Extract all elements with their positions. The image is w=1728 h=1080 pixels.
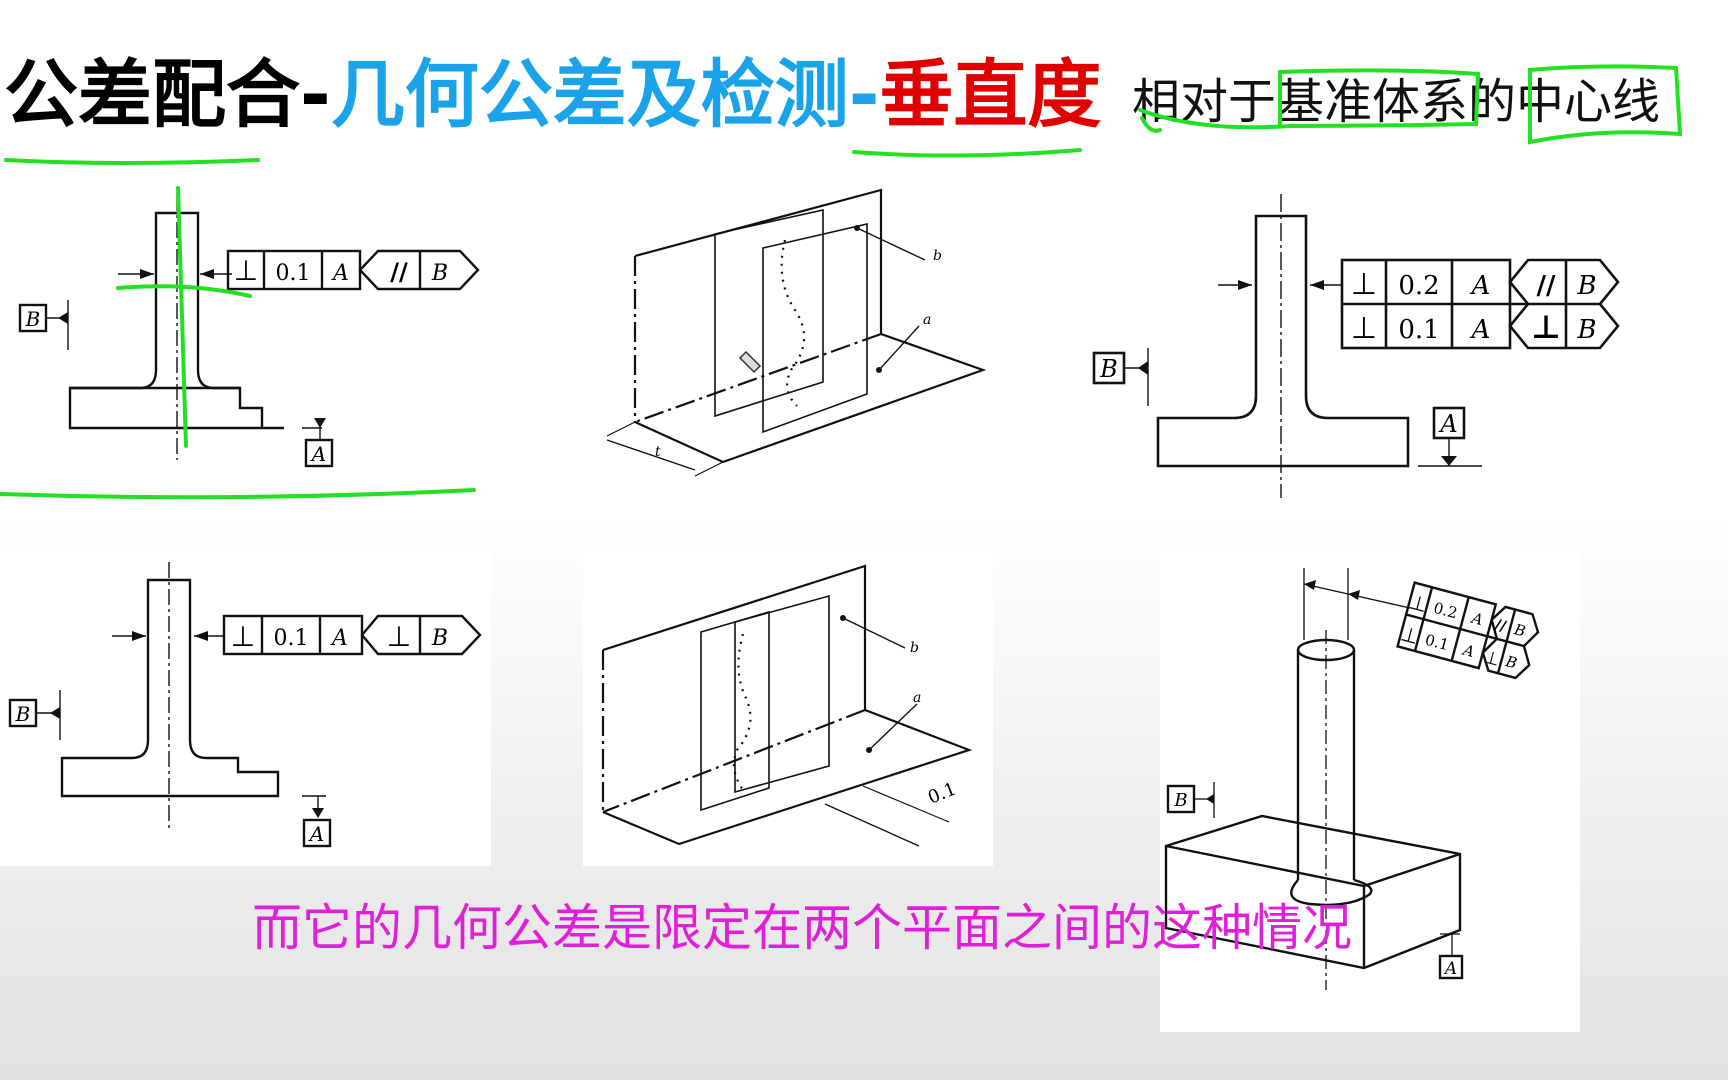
frame-row2-tolerance: 0.1 bbox=[1423, 631, 1451, 655]
frame-datum: A bbox=[330, 626, 348, 651]
frame-row2-tolerance: 0.1 bbox=[1398, 315, 1439, 345]
frame-tolerance: 0.1 bbox=[274, 626, 309, 651]
datum-label-a: A bbox=[1443, 959, 1457, 979]
datum-label-a: A bbox=[310, 442, 326, 466]
drawing-axis-perpendicularity-parallel: ⊥ 0.1 A // B B A bbox=[18, 195, 480, 468]
datum-label-a: A bbox=[308, 822, 324, 846]
zone-width-label: 0.1 bbox=[925, 778, 959, 808]
frame-row1-datum: A bbox=[1470, 271, 1491, 301]
drawing-tolerance-zone-3d: b a t bbox=[606, 188, 987, 477]
frame-row1-symbol2: // bbox=[1537, 271, 1556, 301]
drawing-tolerance-zone-3d-second: b a 0.1 bbox=[601, 564, 973, 847]
frame-row1-datum2: B bbox=[1511, 620, 1527, 641]
diagram-panel-1: ⊥ 0.1 A // B B A bbox=[0, 170, 491, 495]
caption-text: 而它的几何公差是限定在两个平面之间的这种情况 bbox=[252, 899, 1352, 957]
plane-label-b: b bbox=[933, 248, 942, 264]
frame-symbol-perpendicular: ⊥ bbox=[234, 254, 258, 287]
frame-row2-datum: A bbox=[1470, 315, 1491, 345]
frame-symbol-parallel: // bbox=[390, 258, 408, 286]
frame-row1-datum: A bbox=[1468, 608, 1485, 629]
frame-row2-datum2: B bbox=[1503, 652, 1519, 673]
frame-row1-symbol: ⊥ bbox=[1407, 589, 1430, 617]
frame-row2-symbol: ⊥ bbox=[1398, 621, 1421, 649]
datum-label-b: B bbox=[15, 702, 31, 726]
datum-label-b: B bbox=[25, 307, 41, 331]
diagram-panel-5: b a 0.1 bbox=[583, 550, 993, 866]
frame-tolerance: 0.1 bbox=[276, 261, 311, 286]
frame-datum: A bbox=[331, 261, 349, 286]
frame-datum-b: B bbox=[431, 261, 448, 286]
plane-label-b: b bbox=[910, 640, 919, 656]
frame-row2-symbol: ⊥ bbox=[1351, 311, 1377, 346]
underline-perpendicularity bbox=[852, 148, 1082, 158]
frame-row2-datum2: B bbox=[1576, 315, 1596, 345]
plane-label-a: a bbox=[913, 690, 921, 706]
title-part-topic: 几何公差及检测- bbox=[330, 52, 880, 138]
page-title: 公差配合-几何公差及检测-垂直度 bbox=[4, 58, 1101, 132]
title-part-course: 公差配合- bbox=[4, 52, 331, 138]
zone-label-t: t bbox=[655, 444, 661, 460]
frame-row2-symbol2: ⊥ bbox=[1481, 646, 1502, 670]
frame-row1-symbol2: // bbox=[1493, 615, 1509, 635]
subtitle: 相对于基准体系的中心线 bbox=[1132, 74, 1661, 130]
frame-row1-datum2: B bbox=[1576, 271, 1596, 301]
plane-label-a: a bbox=[923, 312, 931, 328]
drawing-cylinder-on-block: ⊥ 0.2 A // B ⊥ 0.1 A ⊥ B B A bbox=[1164, 568, 1540, 990]
diagram-panel-3: ⊥ 0.2 A // B ⊥ 0.1 A ⊥ B B A bbox=[1078, 170, 1660, 498]
frame-row2-symbol2: ⊥ bbox=[1531, 308, 1560, 346]
frame-row1-symbol: ⊥ bbox=[1351, 267, 1377, 302]
frame-row1-tolerance: 0.2 bbox=[1432, 599, 1460, 623]
diagram-panel-6: ⊥ 0.2 A // B ⊥ 0.1 A ⊥ B B A bbox=[1160, 550, 1580, 1032]
datum-label-b: B bbox=[1173, 790, 1187, 811]
drawing-axis-two-frame-rows: ⊥ 0.2 A // B ⊥ 0.1 A ⊥ B B A bbox=[1092, 194, 1620, 498]
frame-row1-tolerance: 0.2 bbox=[1398, 271, 1439, 301]
frame-row2-datum: A bbox=[1459, 640, 1476, 661]
drawing-axis-perpendicularity-two-datums: ⊥ 0.1 A ⊥ B B A bbox=[8, 562, 482, 848]
underline-course-title bbox=[4, 158, 260, 165]
frame-symbol-perpendicular: ⊥ bbox=[231, 620, 255, 653]
diagram-panel-2: b a t bbox=[575, 170, 1003, 495]
frame-datum-b: B bbox=[431, 626, 448, 651]
title-part-perpendicularity: 垂直度 bbox=[879, 52, 1102, 138]
datum-label-b: B bbox=[1099, 355, 1118, 383]
datum-label-a: A bbox=[1438, 410, 1457, 438]
diagram-panel-4: ⊥ 0.1 A ⊥ B B A bbox=[0, 550, 491, 866]
frame-symbol-perpendicular-2: ⊥ bbox=[387, 620, 411, 653]
